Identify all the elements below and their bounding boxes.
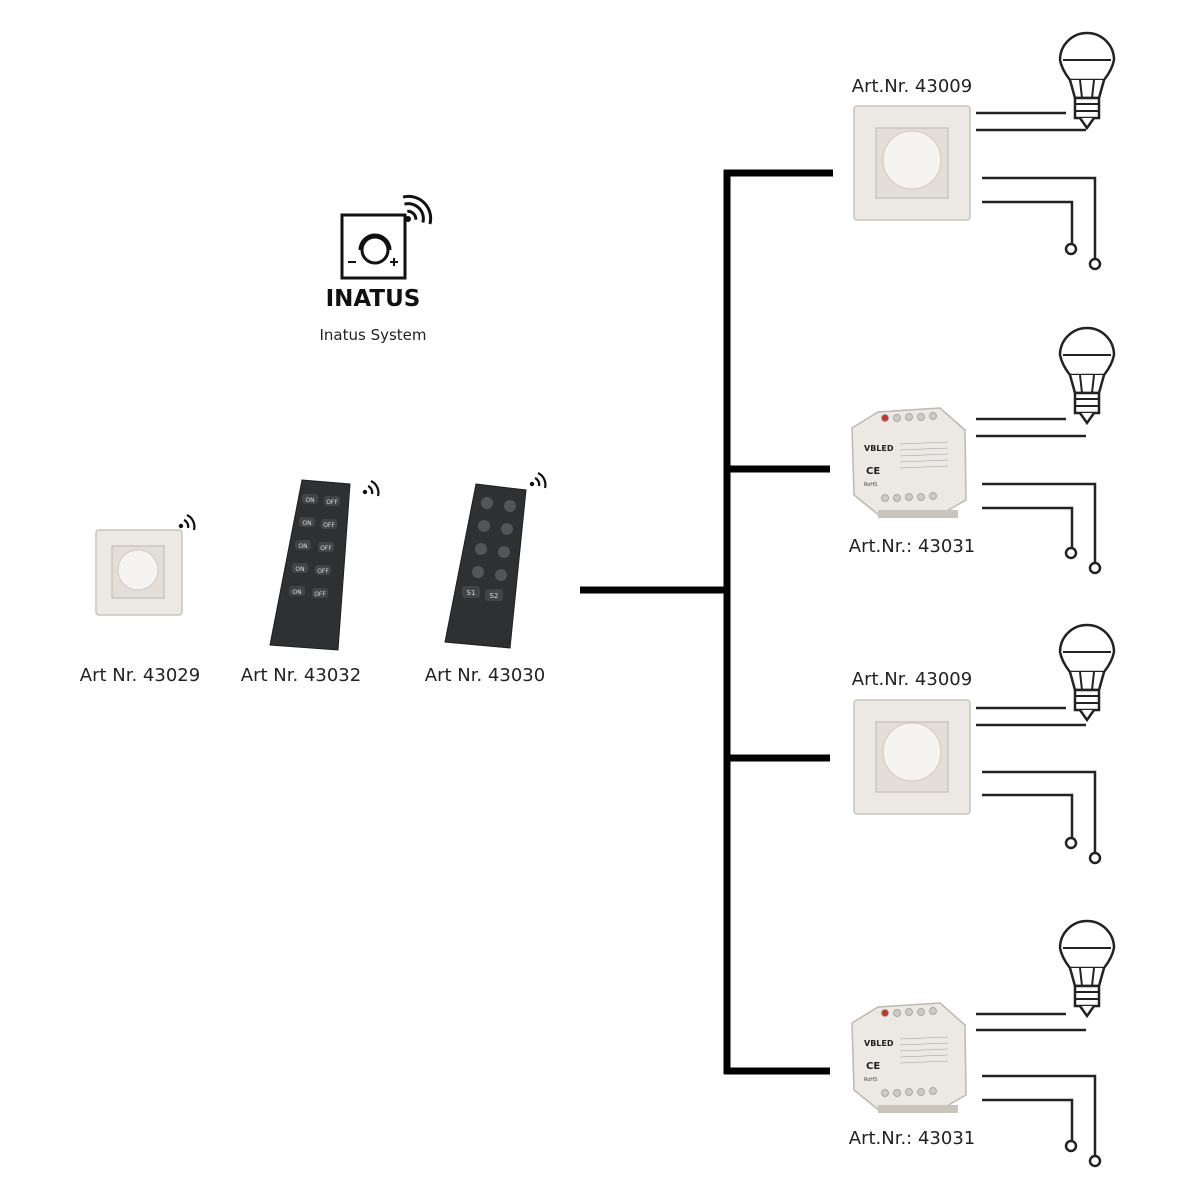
bulb-icon <box>1058 623 1116 723</box>
dimmer-module-icon: VBLED CE RoHS <box>851 407 967 518</box>
bus-lines <box>580 169 833 1075</box>
wiring <box>976 706 1102 865</box>
remote-control-icon: ON OFF ON OFF ON OFF ON OFF ON OFF <box>269 479 351 651</box>
wall-dimmer-icon <box>95 529 183 616</box>
sender-label: Art Nr. 43029 <box>80 665 200 686</box>
wiring <box>976 111 1102 271</box>
receiver-2: VBLED CE RoHS Art.Nr.: 43031 <box>849 326 1116 575</box>
ce-mark: CE <box>866 1061 880 1072</box>
sender-remote-43030: S1 S2 Art Nr. 43030 <box>425 472 547 686</box>
remote-button-off[interactable]: OFF <box>320 545 332 552</box>
remote-button-on[interactable]: ON <box>305 497 314 504</box>
sender-label: Art Nr. 43030 <box>425 665 545 686</box>
remote-control-icon: S1 S2 <box>444 483 527 649</box>
remote-button-off[interactable]: OFF <box>326 499 338 506</box>
receiver-label: Art.Nr.: 43031 <box>849 536 975 557</box>
module-brand: VBLED <box>864 444 894 453</box>
module-brand: VBLED <box>864 1039 894 1048</box>
wireless-signal-icon <box>362 480 380 497</box>
remote-button-s1[interactable]: S1 <box>467 589 476 597</box>
sender-remote-43032: ON OFF ON OFF ON OFF ON OFF ON OFF <box>241 479 380 686</box>
wiring <box>976 417 1102 575</box>
bulb-icon <box>1058 919 1116 1019</box>
wireless-signal-icon <box>178 514 196 531</box>
dimmer-module-icon: VBLED CE RoHS <box>851 1002 967 1113</box>
receiver-1: Art.Nr. 43009 <box>852 31 1116 271</box>
sender-label: Art Nr. 43032 <box>241 665 361 686</box>
bulb-icon <box>1058 31 1116 131</box>
wiring <box>976 1012 1102 1168</box>
brand-logo: INATUS Inatus System <box>319 194 433 344</box>
receiver-label: Art.Nr. 43009 <box>852 669 972 690</box>
rohs-mark: RoHS <box>864 1077 877 1083</box>
remote-button-on[interactable]: ON <box>302 520 311 527</box>
sender-wall-dimmer: Art Nr. 43029 <box>80 514 200 686</box>
remote-button-s2[interactable]: S2 <box>490 592 499 600</box>
receiver-label: Art.Nr.: 43031 <box>849 1128 975 1149</box>
rotary-dimmer-icon <box>853 699 971 815</box>
dimmer-knob-wireless-icon <box>340 194 433 280</box>
remote-button-off[interactable]: OFF <box>323 522 335 529</box>
receiver-label: Art.Nr. 43009 <box>852 76 972 97</box>
wireless-signal-icon <box>529 472 547 489</box>
remote-button-on[interactable]: ON <box>298 543 307 550</box>
remote-button-on[interactable]: ON <box>292 589 301 596</box>
bulb-icon <box>1058 326 1116 426</box>
remote-button-off[interactable]: OFF <box>314 591 326 598</box>
brand-name: INATUS <box>326 286 421 312</box>
remote-button-off[interactable]: OFF <box>317 568 329 575</box>
ce-mark: CE <box>866 466 880 477</box>
brand-subtitle: Inatus System <box>319 326 426 344</box>
receiver-4: VBLED CE RoHS Art.Nr.: 43031 <box>849 919 1116 1168</box>
receiver-3: Art.Nr. 43009 <box>852 623 1116 865</box>
remote-button-on[interactable]: ON <box>295 566 304 573</box>
rotary-dimmer-icon <box>853 105 971 221</box>
rohs-mark: RoHS <box>864 482 877 488</box>
